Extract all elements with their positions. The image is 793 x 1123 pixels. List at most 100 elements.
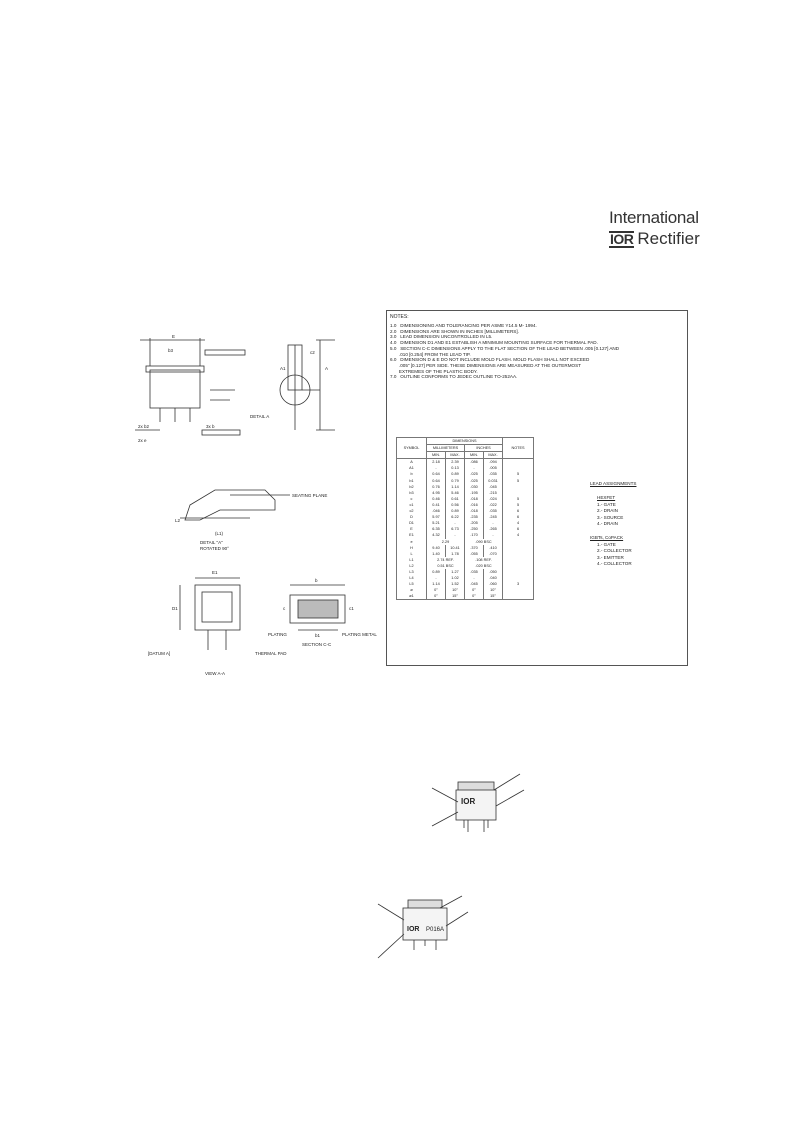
note-item: .005" [0.127] PER SIDE. THESE DIMENSIONS… bbox=[390, 362, 581, 368]
label-thermal-pad: THERMAL PAD bbox=[255, 651, 287, 656]
marking-ior-logo: IOR bbox=[461, 797, 475, 806]
company-logo-rectifier: Rectifier bbox=[637, 229, 700, 248]
label-E1: E1 bbox=[212, 570, 218, 575]
dimension-cell: 6 bbox=[502, 508, 534, 515]
label-plating-metal: PLATING METAL bbox=[342, 632, 377, 637]
dimension-cell bbox=[502, 556, 534, 563]
label-b: b bbox=[315, 578, 318, 583]
dimension-cell: 6 bbox=[502, 514, 534, 521]
igbt-item: 4.- COLLECTOR bbox=[597, 561, 632, 567]
label-2xb2: 2x b2 bbox=[138, 424, 150, 429]
note-item: 1.0 DIMENSIONING AND TOLERANCING PER ASM… bbox=[390, 323, 537, 328]
lead-assignments-title: LEAD ASSIGNMENTS bbox=[590, 481, 637, 486]
dimension-cell: 4 bbox=[502, 532, 534, 539]
label-c: c bbox=[283, 606, 286, 611]
marking-ior-logo: IOR bbox=[407, 926, 419, 933]
dimension-cell bbox=[502, 587, 534, 594]
hexfet-title: HEXFET bbox=[597, 495, 616, 501]
dimension-cell: 15° bbox=[483, 593, 503, 601]
label-view-aa: VIEW A-A bbox=[205, 671, 225, 676]
in-max-header: MAX. bbox=[483, 451, 503, 460]
dimension-cell: ø1 bbox=[396, 593, 427, 601]
millimeters-header: MILLIMETERS bbox=[426, 444, 465, 453]
dimension-cell bbox=[502, 562, 534, 569]
igbt-title: IGBTs, CoPACK bbox=[590, 535, 624, 541]
dimension-cell: 5 bbox=[502, 501, 534, 509]
label-A: A bbox=[325, 366, 328, 371]
notes-list: 1.0 DIMENSIONING AND TOLERANCING PER ASM… bbox=[390, 323, 680, 380]
dimension-cell: 5 bbox=[502, 471, 534, 478]
dimension-cell: 0° bbox=[464, 593, 484, 601]
label-section-cc: SECTION C-C bbox=[302, 642, 332, 647]
note-item: 5.0 SECTION C-C DIMENSIONS APPLY TO THE … bbox=[390, 345, 620, 351]
dimensions-table: SYMBOL DIMENSIONS NOTES MILLIMETERS INCH… bbox=[396, 436, 534, 601]
dimension-cell: 3 bbox=[502, 581, 534, 588]
dimension-cell bbox=[502, 568, 534, 576]
dimensions-header: DIMENSIONS bbox=[426, 436, 503, 446]
marking-part-number: P016A bbox=[426, 927, 444, 933]
part-marking-example-1: IOR bbox=[431, 773, 525, 832]
notes-header: NOTES bbox=[502, 436, 534, 460]
dimension-cell: 2.18 bbox=[426, 458, 446, 466]
note-item: 6.0 DIMENSION D & E DO NOT INCLUDE MOLD … bbox=[390, 357, 590, 363]
label-datum-a: [DATUM A] bbox=[148, 651, 170, 656]
dimension-row: L4-1.02-.040 bbox=[396, 575, 534, 582]
dimension-cell: 5 bbox=[502, 495, 534, 502]
hexfet-item: 3.- SOURCE bbox=[597, 514, 624, 520]
note-item: EXTREMES OF THE PLASTIC BODY. bbox=[390, 368, 478, 374]
symbol-header: SYMBOL bbox=[396, 436, 427, 460]
dimension-cell bbox=[502, 465, 534, 472]
label-2xe: 2x e bbox=[138, 438, 147, 443]
dimension-cell bbox=[502, 550, 534, 557]
label-seating-plane: SEATING PLANE bbox=[292, 493, 327, 498]
label-D1: D1 bbox=[172, 606, 178, 611]
dimension-cell: 6 bbox=[502, 526, 534, 533]
igbt-item: 3.- EMITTER bbox=[597, 554, 624, 560]
label-detail-a: DETAIL A bbox=[250, 414, 269, 419]
dimension-cell bbox=[502, 575, 534, 582]
label-rotated: ROTATED 90° bbox=[200, 546, 229, 551]
dimension-cell: A bbox=[396, 458, 427, 466]
label-plating: PLATING bbox=[268, 632, 287, 637]
label-L2: L2 bbox=[175, 518, 181, 523]
label-A1: A1 bbox=[280, 366, 286, 371]
note-item: 4.0 DIMENSION D1 AND E1 ESTABLISH A MINI… bbox=[390, 340, 598, 346]
company-logo-line1: International bbox=[609, 208, 699, 227]
label-L1: (L1) bbox=[215, 531, 224, 536]
part-marking-example-2: IOR P016A bbox=[377, 895, 469, 959]
dimension-cell: .094 bbox=[483, 458, 503, 466]
dimension-cell: 2.39 bbox=[445, 458, 465, 466]
dimension-cell bbox=[502, 489, 534, 496]
view-aa-body bbox=[194, 584, 241, 631]
label-c2: c2 bbox=[310, 350, 315, 355]
label-E: E bbox=[172, 334, 175, 339]
dimension-cell: .086 bbox=[464, 458, 484, 466]
label-b3: b3 bbox=[168, 348, 174, 353]
dimension-cell: 4 bbox=[502, 520, 534, 527]
dimension-cell: 15° bbox=[445, 593, 465, 601]
dimension-cell bbox=[502, 538, 534, 545]
notes-table-frame bbox=[386, 310, 688, 666]
company-logo-line2: IOR Rectifier bbox=[609, 229, 700, 249]
top-view-body bbox=[149, 369, 201, 409]
hexfet-item: 1.- GATE bbox=[597, 501, 616, 507]
